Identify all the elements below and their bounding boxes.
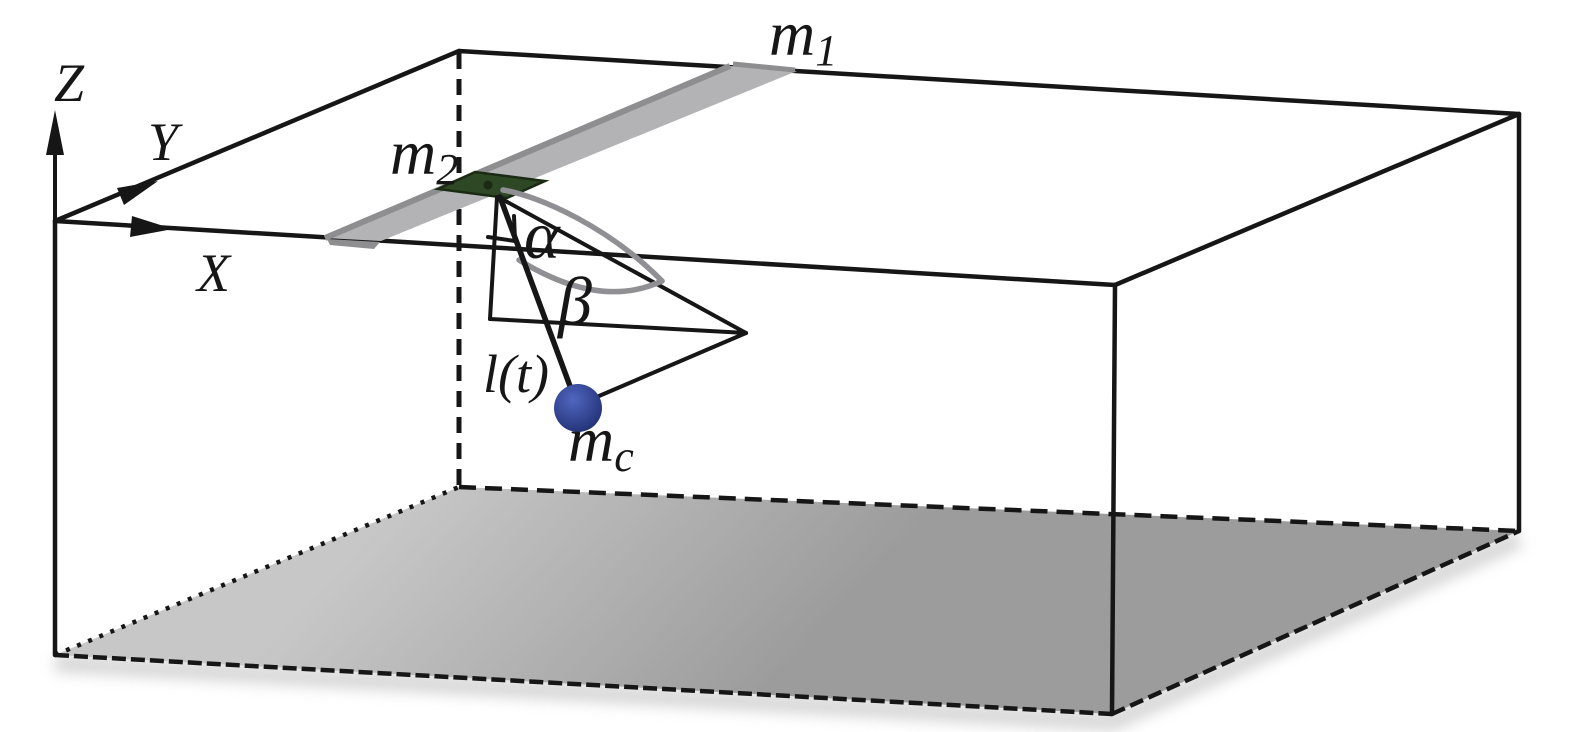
trolley-mass-label: m2 [390, 117, 458, 194]
edge-front-bottom-dashed [54, 652, 1113, 717]
x-axis-label: X [195, 243, 232, 303]
pivot-to-vertex-line [498, 196, 748, 335]
edge-right-bottom-dashed [1111, 528, 1520, 717]
y-axis-arrowhead-icon [117, 181, 158, 205]
hidden-edges [54, 53, 1520, 717]
edge-back-bottom-dashed [458, 484, 1520, 534]
trolley-pivot-dot [483, 180, 493, 190]
rail [325, 66, 797, 241]
edge-left-bottom-dotted [54, 484, 460, 658]
edge-top-right [1112, 111, 1522, 288]
z-axis-label: Z [54, 53, 85, 113]
cable [497, 194, 580, 408]
edge-front-right-vertical [1109, 282, 1118, 717]
alpha-angle-label: α [524, 197, 561, 273]
horizontal-projection-line [488, 317, 748, 335]
x-axis-arrowhead-icon [130, 216, 173, 237]
z-axis-arrowhead-icon [46, 110, 64, 155]
edge-top-back [456, 48, 1522, 117]
vertical-reference-line [488, 195, 499, 321]
payload-ball [554, 384, 602, 432]
beta-angle-arc [516, 257, 665, 295]
cable-length-label: l(t) [483, 344, 549, 404]
pendulum-construction-lines [486, 195, 748, 398]
vertex-to-payload-line [597, 331, 748, 398]
angle-arcs [500, 187, 665, 295]
rail-end-cap [732, 61, 796, 73]
rail-mass-label: m1 [769, 0, 837, 75]
rail-front-face [327, 239, 380, 249]
floor-drop-shadow [54, 530, 1523, 732]
payload-mass-label: mc [568, 404, 634, 481]
rail-left-edge [323, 63, 732, 241]
y-axis-label: Y [148, 112, 183, 172]
alpha-angle-arc [500, 187, 665, 284]
axis-arrowheads [46, 110, 173, 237]
beta-angle-label: β [556, 263, 592, 339]
labels: Z Y X m1 m2 mc l(t) α β [54, 0, 837, 481]
floor-plane [55, 487, 1519, 714]
edge-top-front [52, 218, 1118, 288]
